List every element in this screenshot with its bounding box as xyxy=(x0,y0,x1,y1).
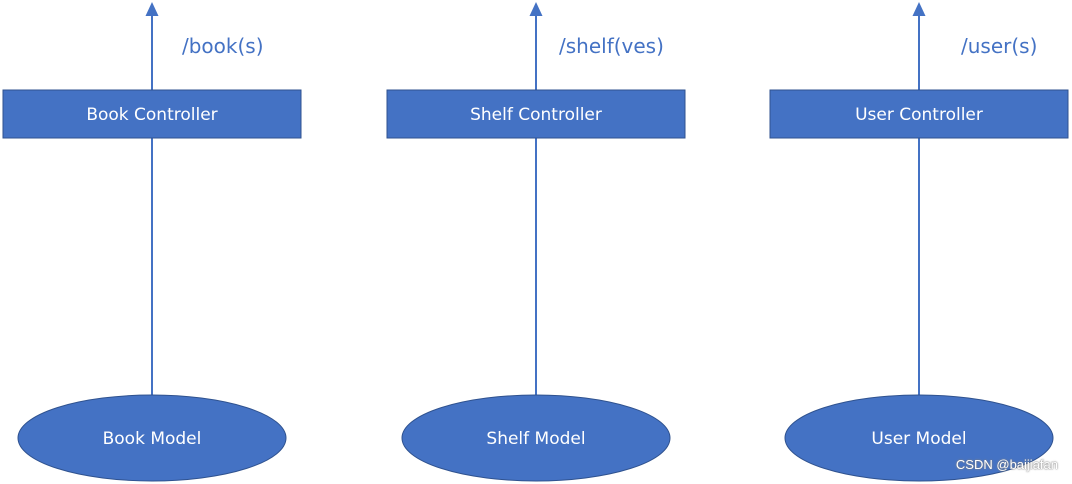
shelf-route-label: /shelf(ves) xyxy=(559,34,664,58)
book-controller-label: Book Controller xyxy=(86,105,217,125)
watermark: CSDN @baijiafan xyxy=(955,457,1058,472)
book-route-arrow-head xyxy=(145,2,159,16)
book-model-ellipse xyxy=(17,394,287,482)
column-user: /user(s) User Controller User Model xyxy=(769,2,1069,482)
shelf-model-label: Shelf Model xyxy=(486,429,585,449)
column-book: /book(s) Book Controller Book Model xyxy=(2,2,302,482)
user-model-ellipse xyxy=(784,394,1054,482)
column-shelf: /shelf(ves) Shelf Controller Shelf Model xyxy=(386,2,686,482)
user-route-arrow-head xyxy=(912,2,926,16)
user-model-label: User Model xyxy=(871,429,966,449)
book-route-label: /book(s) xyxy=(182,34,264,58)
shelf-route-arrow-head xyxy=(529,2,543,16)
user-route-label: /user(s) xyxy=(961,34,1037,58)
shelf-controller-label: Shelf Controller xyxy=(470,105,602,125)
shelf-controller-box xyxy=(386,89,686,139)
book-model-label: Book Model xyxy=(103,429,202,449)
user-controller-label: User Controller xyxy=(855,105,983,125)
shelf-model-ellipse xyxy=(401,394,671,482)
book-controller-box xyxy=(2,89,302,139)
user-controller-box xyxy=(769,89,1069,139)
